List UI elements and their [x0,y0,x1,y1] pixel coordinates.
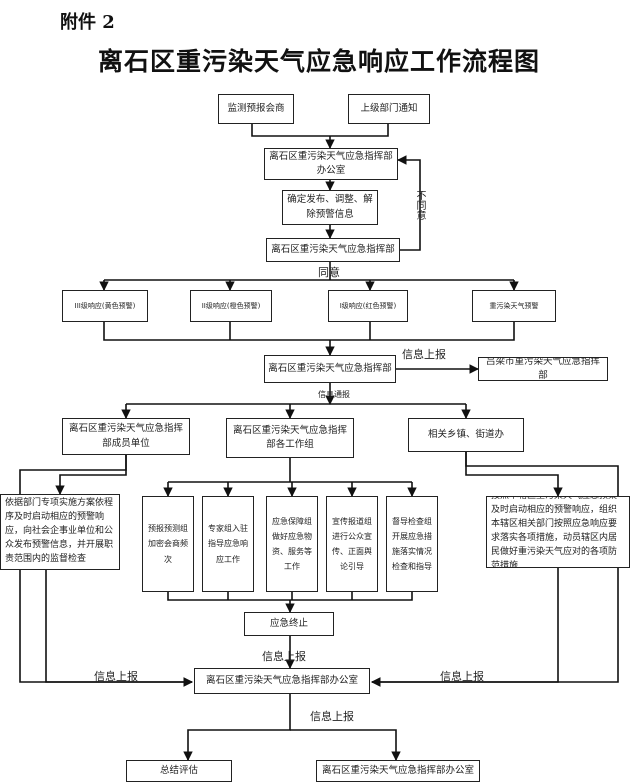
member-units-node: 离石区重污染天气应急指挥部成员单位 [62,418,190,455]
page-title: 离石区重污染天气应急响应工作流程图 [97,47,540,76]
issue-label: 信息通报 [318,390,350,399]
attachment-label: 附件 2 [60,12,115,33]
report-label-center: 信息上报 [262,650,306,663]
report-label-upper: 信息上报 [402,348,446,361]
heavy-pollution-warning-node: 重污染天气预警 [472,290,556,322]
agree-label: 同意 [318,266,340,279]
command-hq-node-mid: 离石区重污染天气应急指挥部 [264,355,396,383]
report-label-right: 信息上报 [440,670,484,683]
level-2-orange-node: II级响应(橙色预警) [190,290,272,322]
superior-notice-node: 上级部门通知 [348,94,430,124]
lvliang-hq-node: 吕梁市重污染天气应急指挥部 [478,357,608,381]
office-node-final: 离石区重污染天气应急指挥部办公室 [316,760,480,782]
report-label-bottom: 信息上报 [310,710,354,723]
monitor-consult-node: 监测预报会商 [218,94,294,124]
towns-streets-node: 相关乡镇、街道办 [408,418,524,452]
disagree-label: 不同意 [414,190,425,220]
confirm-warning-node: 确定发布、调整、解除预警信息 [282,190,378,225]
office-node-bottom: 离石区重污染天气应急指挥部办公室 [194,668,370,694]
forecast-group-node: 预报预测组加密会商频次 [142,496,194,592]
towns-action-node: 按照本辖区重污染天气应急预案及时启动相应的预警响应，组织本辖区相关部门按照应急响… [486,496,630,568]
work-groups-node: 离石区重污染天气应急指挥部各工作组 [226,418,354,458]
summary-evaluation-node: 总结评估 [126,760,232,782]
level-3-yellow-node: III级响应(黄色预警) [62,290,148,322]
emergency-end-node: 应急终止 [244,612,334,636]
publicity-group-node: 宣传报道组进行公众宣传、正面舆论引导 [326,496,378,592]
departments-action-node: 依据部门专项实施方案依程序及时启动相应的预警响应，向社会企事业单位和公众发布预警… [0,494,120,570]
expert-group-node: 专家组入驻指导应急响应工作 [202,496,254,592]
inspection-group-node: 督导检查组开展应急措施落实情况检查和指导 [386,496,438,592]
level-1-red-node: I级响应(红色预警) [328,290,408,322]
support-group-node: 应急保障组做好应急物资、服务等工作 [266,496,318,592]
command-hq-node: 离石区重污染天气应急指挥部 [266,238,400,262]
report-label-left: 信息上报 [94,670,138,683]
office-node-top: 离石区重污染天气应急指挥部办公室 [264,148,398,180]
